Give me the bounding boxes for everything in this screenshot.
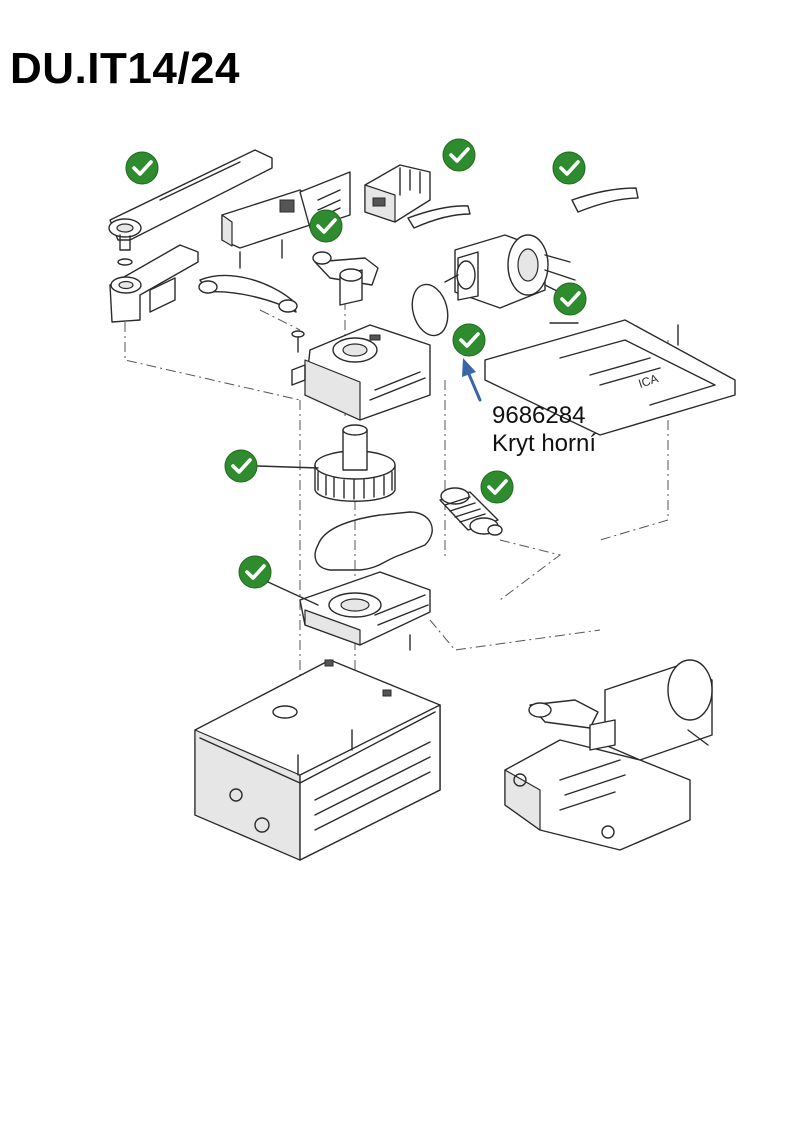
control-board-plate-part: ICA (484, 319, 736, 436)
check-circle-icon (452, 323, 486, 357)
cable-part-right (571, 187, 639, 213)
check-badge-upper-cover (452, 323, 486, 357)
worm-screw-part (439, 487, 503, 536)
check-circle-icon (480, 470, 514, 504)
check-circle-icon (309, 209, 343, 243)
motor-part (444, 234, 576, 309)
foundation-box-part (194, 659, 441, 861)
check-badge-worm-screw (480, 470, 514, 504)
lower-housing-part (299, 571, 431, 651)
gasket-part (314, 511, 433, 571)
callout-part-number: 9686284 (492, 402, 586, 429)
check-circle-icon (552, 151, 586, 185)
check-circle-icon (553, 282, 587, 316)
check-circle-icon (224, 449, 258, 483)
lever-arm-part (108, 149, 273, 266)
check-badge-lever-arm (125, 151, 159, 185)
check-badge-lower-housing (238, 555, 319, 606)
check-badge-limit-switch (442, 138, 476, 172)
check-badge-release-lock (309, 209, 343, 243)
check-badge-gear-wheel (224, 449, 319, 483)
page-title: DU.IT14/24 (10, 44, 240, 93)
check-circle-icon (442, 138, 476, 172)
assembled-gear-motor-part (504, 659, 713, 851)
svg-text:ICA: ICA (637, 371, 660, 390)
arrow-up-icon (462, 358, 482, 402)
crank-arm-part (312, 251, 379, 306)
gear-wheel-part (314, 424, 396, 502)
check-badge-motor (549, 282, 587, 324)
cable-part-center (407, 205, 471, 229)
o-ring-part (411, 283, 449, 337)
limit-switch-part (364, 164, 431, 223)
upper-cover-part (291, 324, 431, 421)
lower-lever-arm-part (109, 244, 199, 323)
check-badge-cable (552, 151, 586, 185)
curved-link-arm-part (198, 274, 298, 313)
check-circle-icon (125, 151, 159, 185)
check-circle-icon (238, 555, 272, 589)
callout-part-name: Kryt horní (492, 430, 597, 457)
